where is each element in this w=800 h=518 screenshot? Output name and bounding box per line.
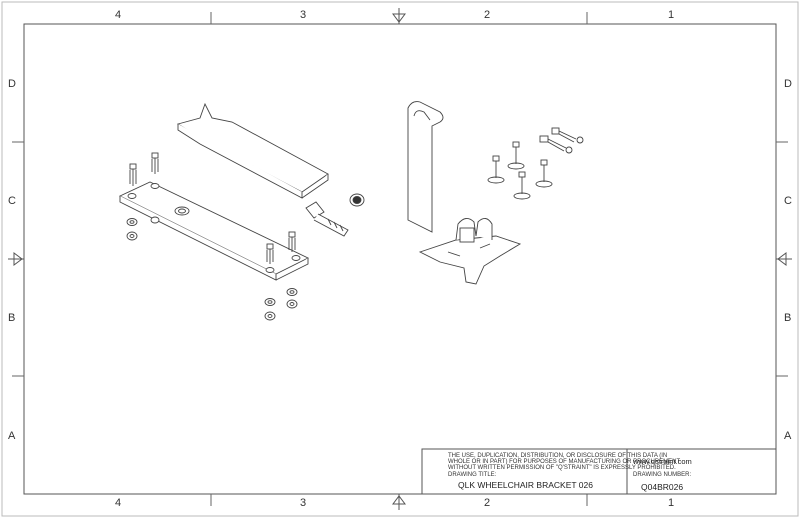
row-label-a-right: A bbox=[784, 430, 792, 442]
column-label-3-bottom: 3 bbox=[300, 497, 307, 509]
notice-line-2: WHOLE OR IN PART) FOR PURPOSES OF MANUFA… bbox=[448, 459, 681, 465]
zone-ticks bbox=[12, 12, 788, 506]
row-label-a-left: A bbox=[8, 430, 16, 442]
column-label-2-top: 2 bbox=[484, 9, 491, 21]
centering-marks bbox=[8, 8, 792, 510]
hex-nut-part bbox=[349, 193, 365, 207]
hook-bracket-part bbox=[407, 101, 444, 233]
base-plate-part bbox=[118, 181, 310, 281]
large-bolt-part bbox=[305, 201, 349, 237]
top-plate-part bbox=[176, 102, 329, 199]
drawing-number: Q04BR026 bbox=[641, 482, 684, 492]
column-label-3-top: 3 bbox=[300, 9, 307, 21]
inner-frame bbox=[23, 23, 777, 495]
row-label-d-right: D bbox=[784, 78, 792, 90]
row-label-c-right: C bbox=[784, 195, 792, 207]
column-label-1-top: 1 bbox=[668, 9, 675, 21]
column-label-4-top: 4 bbox=[115, 9, 122, 21]
column-label-4-bottom: 4 bbox=[115, 497, 122, 509]
drawing-title: QLK WHEELCHAIR BRACKET 026 bbox=[458, 480, 593, 490]
screw-set bbox=[539, 127, 584, 154]
notice-line-3: WITHOUT WRITTEN PERMISSION OF "Q'STRAINT… bbox=[448, 465, 676, 471]
drawing-number-label: DRAWING NUMBER: bbox=[633, 472, 692, 478]
mount-plate-part bbox=[418, 218, 522, 285]
drawing-title-label: DRAWING TITLE: bbox=[448, 472, 497, 478]
website: www.qstraint.com bbox=[633, 457, 692, 466]
row-label-d-left: D bbox=[8, 78, 16, 90]
row-label-c-left: C bbox=[8, 195, 16, 207]
row-label-b-left: B bbox=[8, 312, 16, 324]
title-block bbox=[421, 448, 777, 495]
washers-and-nuts bbox=[126, 216, 298, 321]
column-label-2-bottom: 2 bbox=[484, 497, 491, 509]
small-bolts bbox=[129, 152, 296, 264]
notice-line-1: THE USE, DUPLICATION, DISTRIBUTION, OR D… bbox=[448, 453, 668, 459]
column-label-1-bottom: 1 bbox=[668, 497, 675, 509]
stud-pins bbox=[487, 141, 553, 200]
row-label-b-right: B bbox=[784, 312, 792, 324]
